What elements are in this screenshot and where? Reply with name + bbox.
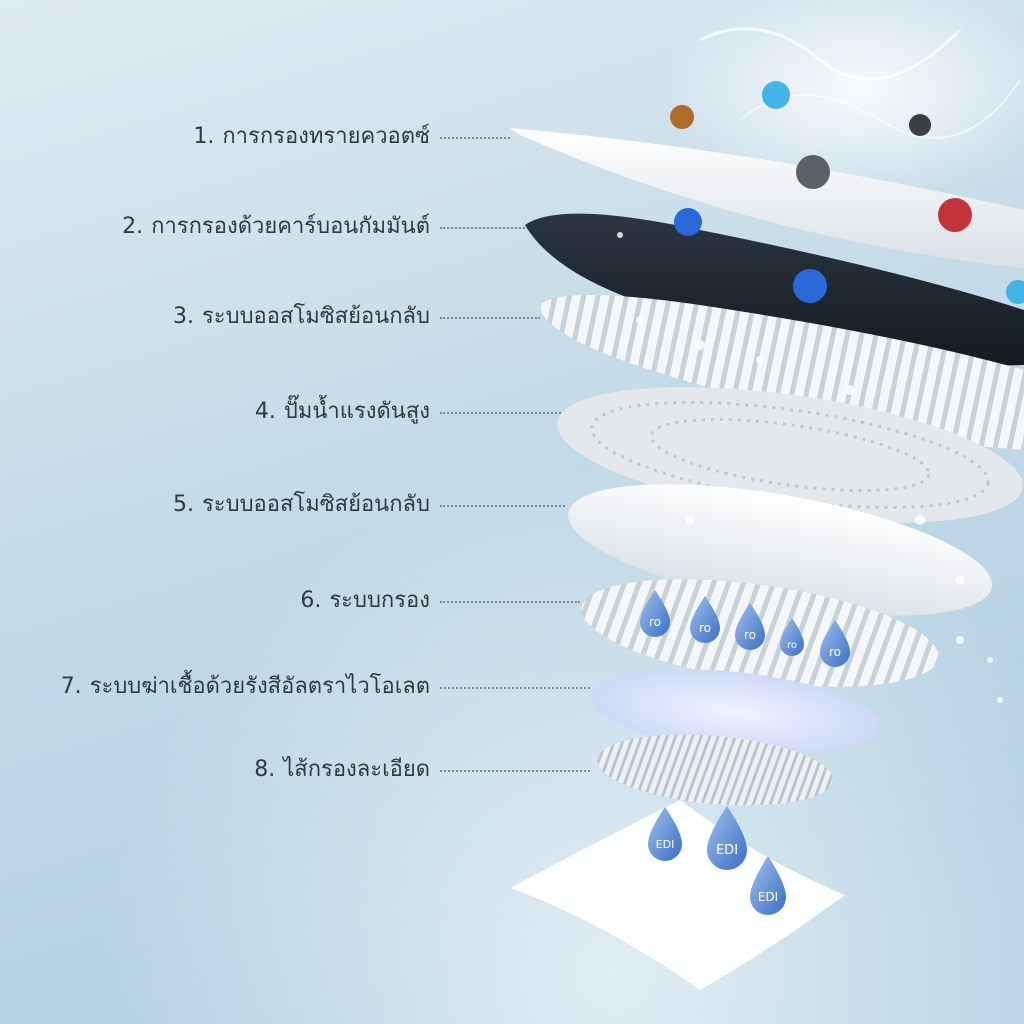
water-splash bbox=[660, 0, 1024, 200]
leader-line-7 bbox=[440, 687, 590, 689]
filter-cloth bbox=[510, 800, 845, 990]
layer-1-quartz-sand-disc bbox=[510, 128, 1024, 268]
leader-line-8 bbox=[440, 770, 590, 772]
particle-brown bbox=[670, 105, 694, 129]
layer-label-6: 6.ระบบกรอง bbox=[300, 588, 430, 613]
leader-line-2 bbox=[440, 227, 525, 229]
layer-label-5: 5.ระบบออสโมซิสย้อนกลับ bbox=[172, 492, 430, 517]
leader-line-6 bbox=[440, 601, 580, 603]
layer-3-ro-membrane bbox=[540, 295, 1024, 450]
layer-8-fine-filter-disc bbox=[597, 734, 833, 806]
leader-line-5 bbox=[440, 505, 565, 507]
water-droplets bbox=[617, 232, 1003, 703]
layer-label-7: 7.ระบบฆ่าเชื้อด้วยรังสีอัลตราไวโอเลต bbox=[60, 674, 430, 699]
particle-blue-2 bbox=[793, 269, 827, 303]
particle-dark bbox=[909, 114, 931, 136]
particle-cyan bbox=[762, 81, 790, 109]
particle-gray bbox=[796, 155, 830, 189]
layer-label-3: 3.ระบบออสโมซิสย้อนกลับ bbox=[172, 304, 430, 329]
leader-line-1 bbox=[440, 137, 510, 139]
layer-5-ro-disc bbox=[568, 484, 992, 616]
layer-7-uv-disc bbox=[590, 669, 880, 755]
particle-blue-1 bbox=[674, 208, 702, 236]
layer-label-2: 2.การกรองด้วยคาร์บอนกัมมันต์ bbox=[122, 214, 430, 239]
leader-line-4 bbox=[440, 412, 565, 414]
layer-label-1: 1.การกรองทรายควอตซ์ bbox=[193, 124, 430, 149]
layer-2-carbon-disc bbox=[525, 213, 1024, 366]
particle-cyan-2 bbox=[1006, 280, 1024, 304]
layer-label-8: 8.ไส้กรองละเอียด bbox=[254, 757, 430, 782]
layer-label-4: 4.ปั๊มน้ำแรงดันสูง bbox=[254, 399, 430, 424]
particle-red bbox=[938, 198, 972, 232]
leader-line-3 bbox=[440, 317, 540, 319]
